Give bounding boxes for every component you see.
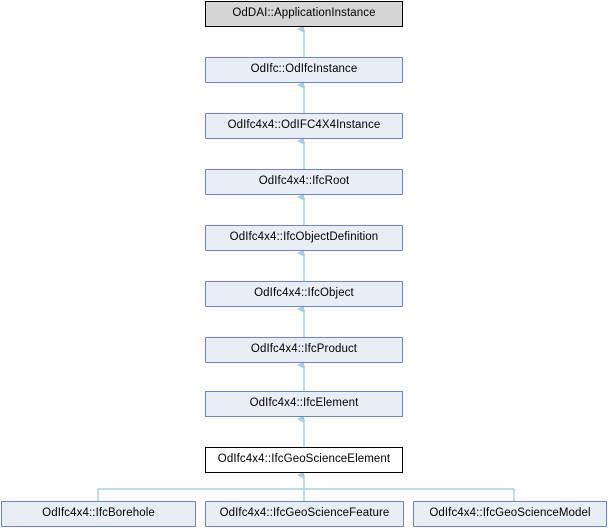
node-label: OdIfc4x4::IfcObject [254, 287, 354, 300]
node-ifc-geoscience-element[interactable]: OdIfc4x4::IfcGeoScienceElement [205, 447, 403, 473]
node-ifc-object-definition[interactable]: OdIfc4x4::IfcObjectDefinition [205, 225, 403, 251]
node-ifc-borehole[interactable]: OdIfc4x4::IfcBorehole [1, 501, 196, 527]
node-label: OdIfc::OdIfcInstance [250, 63, 358, 76]
node-ifc-geoscience-model[interactable]: OdIfc4x4::IfcGeoScienceModel [413, 501, 607, 527]
node-odifc-instance[interactable]: OdIfc::OdIfcInstance [205, 57, 403, 83]
node-label: OdIfc4x4::IfcRoot [258, 175, 350, 188]
node-ifc-object[interactable]: OdIfc4x4::IfcObject [205, 281, 403, 307]
node-ifc-root[interactable]: OdIfc4x4::IfcRoot [205, 169, 403, 195]
node-label: OdDAI::ApplicationInstance [232, 7, 376, 20]
node-label: OdIfc4x4::IfcGeoScienceElement [217, 453, 391, 466]
node-ifc-element[interactable]: OdIfc4x4::IfcElement [205, 391, 403, 417]
node-odifc4x4-instance[interactable]: OdIfc4x4::OdIFC4X4Instance [205, 113, 403, 139]
node-label: OdIfc4x4::IfcProduct [250, 343, 358, 356]
node-ifc-geoscience-feature[interactable]: OdIfc4x4::IfcGeoScienceFeature [205, 501, 404, 527]
node-label: OdIfc4x4::IfcBorehole [42, 507, 155, 520]
node-ifc-product[interactable]: OdIfc4x4::IfcProduct [205, 337, 403, 363]
node-label: OdIfc4x4::OdIFC4X4Instance [227, 119, 381, 132]
node-label: OdIfc4x4::IfcGeoScienceModel [429, 507, 591, 520]
node-label: OdIfc4x4::IfcObjectDefinition [229, 231, 379, 244]
node-label: OdIfc4x4::IfcGeoScienceFeature [219, 507, 390, 520]
node-application-instance[interactable]: OdDAI::ApplicationInstance [205, 1, 403, 27]
node-label: OdIfc4x4::IfcElement [249, 397, 359, 410]
